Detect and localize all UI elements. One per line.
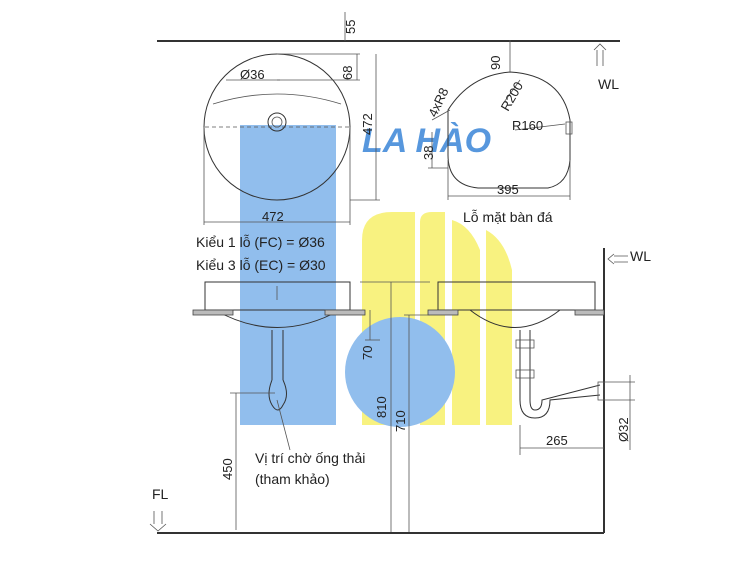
drain-note-line-2: (tham khảo) [255,471,330,487]
fl-arrow-icon [149,511,167,532]
dim-cutout-radius-large: R200 [498,79,527,113]
dim-drain-height: 450 [220,458,235,480]
dim-cutout-offset: 38 [421,146,436,160]
wl-arrow-side-icon [607,253,628,265]
dim-top-gap: 55 [343,20,358,34]
dim-rim-height-2: 710 [393,410,408,432]
dim-hole-offset: 68 [340,66,355,80]
dim-cutout-width: 395 [497,182,519,197]
dim-rim-height-1: 810 [374,396,389,418]
watermark-blue-circle [345,317,455,427]
dim-trap-offset: 265 [546,433,568,448]
type-3-note: Kiểu 3 lỗ (EC) = Ø30 [196,257,326,273]
fl-label: FL [152,486,169,502]
dim-pipe-diameter: Ø32 [616,417,631,442]
dim-basin-width: 472 [262,209,284,224]
watermark-yellow-arch-4 [486,230,512,425]
wl-label-top: WL [598,76,619,92]
watermark-logo: LA HÀO [240,122,512,427]
dim-basin-depth: 472 [360,113,375,135]
drain-note-line-1: Vị trí chờ ống thải [255,450,365,466]
dim-hole-diameter: Ø36 [240,67,265,82]
watermark-yellow-arch-3 [452,220,480,425]
front-elevation: 450 Vị trí chờ ống thải (tham khảo) [192,281,366,530]
dim-cutout-radius-side: R160 [512,118,543,133]
dim-cutout-top: 90 [488,56,503,70]
side-elevation: WL Ø32 265 [427,248,651,533]
cutout-caption: Lỗ mặt bàn đá [463,209,553,225]
type-1-note: Kiểu 1 lỗ (FC) = Ø36 [196,234,325,250]
basin-plan-view: Ø36 68 472 472 [203,53,380,225]
dim-trap-gap: 70 [360,346,375,360]
wl-label-side: WL [630,248,651,264]
watermark-blue-bar [240,125,336,425]
watermark-text: LA HÀO [362,122,491,160]
wl-arrow-top-icon [593,43,607,66]
